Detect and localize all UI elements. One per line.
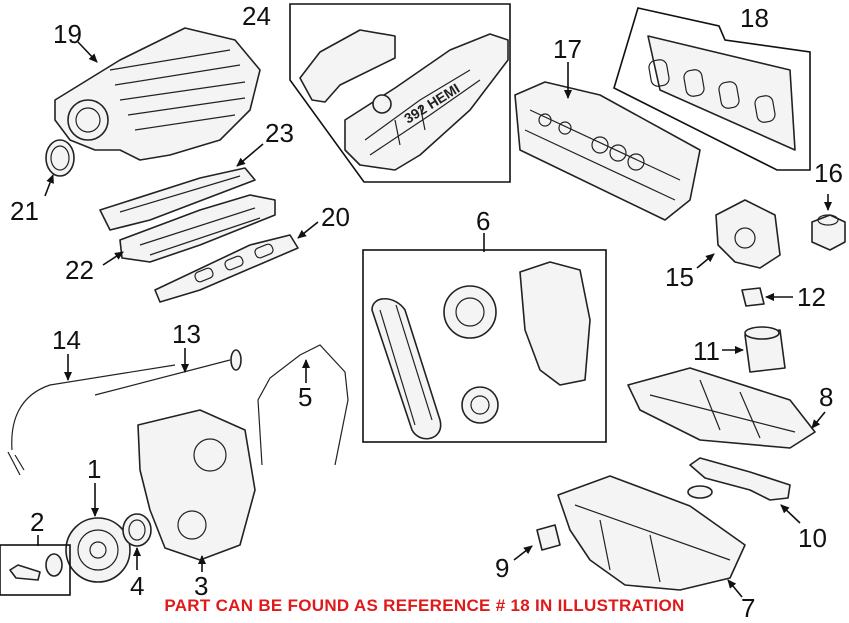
intake-gasket-lower-part <box>154 234 299 303</box>
callout-21: 21 <box>10 196 39 226</box>
callout-7: 7 <box>741 593 755 623</box>
timing-set-part <box>362 249 607 443</box>
callout-23: 23 <box>265 118 294 148</box>
oil-filter-adapter-part <box>715 199 781 269</box>
callout-3: 3 <box>194 571 208 601</box>
engine-cover-part: 392 HEMI <box>289 3 511 183</box>
callout-1: 1 <box>87 454 101 484</box>
dipstick-part <box>94 349 242 396</box>
throttle-body-seal-part <box>45 139 75 177</box>
valve-cover-gasket-set-part <box>613 7 811 171</box>
oil-pressure-sensor-part <box>741 287 765 307</box>
reference-caption: PART CAN BE FOUND AS REFERENCE # 18 IN I… <box>164 596 685 615</box>
callout-4: 4 <box>130 571 144 601</box>
crank-bolt-washer-part <box>0 544 71 596</box>
callout-14: 14 <box>52 325 81 355</box>
oil-filler-cap-part <box>811 214 846 251</box>
windage-tray-part <box>627 367 816 449</box>
oil-pan-part <box>557 475 746 591</box>
intake-gasket-upper-part <box>99 167 256 231</box>
callout-labels: 24 19 17 18 16 21 23 22 20 6 15 12 11 14… <box>10 1 843 623</box>
dipstick-tube-part <box>7 364 176 476</box>
callout-8: 8 <box>819 382 833 412</box>
oil-filter-part <box>744 326 786 373</box>
callout-2: 2 <box>30 507 44 537</box>
callout-24: 24 <box>242 1 271 31</box>
callout-20: 20 <box>321 202 350 232</box>
front-seal-part <box>122 513 152 547</box>
callout-11: 11 <box>693 336 720 366</box>
lower-intake-part <box>119 194 276 263</box>
oil-pickup-tube-part <box>687 457 791 501</box>
callout-22: 22 <box>65 255 94 285</box>
timing-cover-part <box>137 409 256 561</box>
intake-manifold-part <box>54 27 261 161</box>
timing-cover-gasket-part <box>257 344 349 466</box>
callout-13: 13 <box>172 319 201 349</box>
crankshaft-pulley-part <box>65 517 131 583</box>
callout-19: 19 <box>53 19 82 49</box>
drain-plug-part <box>536 524 561 551</box>
callout-6: 6 <box>476 206 490 236</box>
leader-lines <box>37 41 832 598</box>
callout-18: 18 <box>740 3 769 33</box>
callout-16: 16 <box>814 158 843 188</box>
callout-5: 5 <box>298 382 312 412</box>
callout-10: 10 <box>798 523 827 553</box>
callout-17: 17 <box>553 34 582 64</box>
valve-cover-part <box>514 81 701 221</box>
callout-15: 15 <box>665 262 694 292</box>
callout-9: 9 <box>495 553 509 583</box>
callout-12: 12 <box>797 282 826 312</box>
